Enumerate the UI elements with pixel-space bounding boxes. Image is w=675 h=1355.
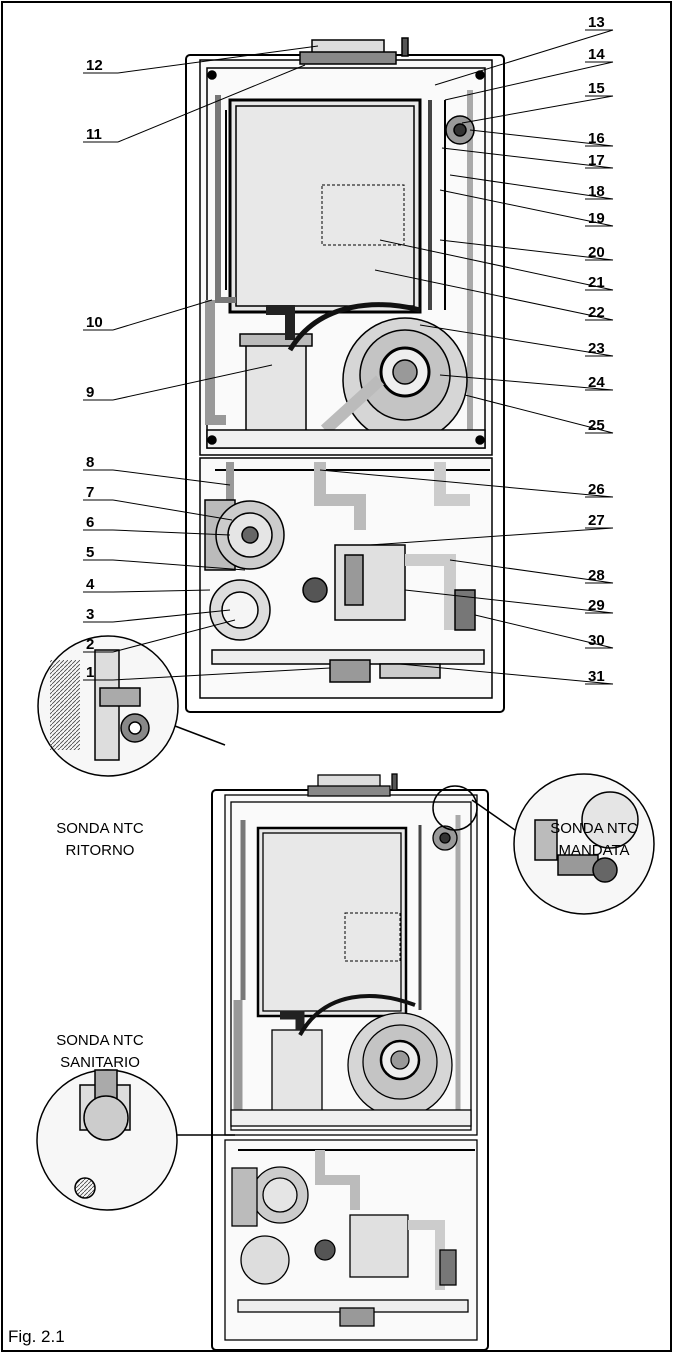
callout-14: 14 — [588, 46, 605, 63]
callout-10: 10 — [86, 314, 103, 331]
callout-25: 25 — [588, 417, 605, 434]
probe-labels: SONDA NTC RITORNO SONDA NTC MANDATA SOND… — [56, 820, 638, 1071]
probe-sanitario-line2: SANITARIO — [60, 1054, 140, 1071]
callout-28: 28 — [588, 567, 605, 584]
callout-9: 9 — [86, 384, 94, 401]
callout-30: 30 — [588, 632, 605, 649]
callout-16: 16 — [588, 130, 605, 147]
detail-mandata — [432, 773, 655, 915]
callout-31: 31 — [588, 668, 605, 685]
probe-mandata-line1: SONDA NTC — [550, 820, 638, 837]
callout-6: 6 — [86, 514, 94, 531]
callout-12: 12 — [86, 57, 103, 74]
leader-lines — [112, 29, 614, 685]
callout-29: 29 — [588, 597, 605, 614]
callout-labels-right: 13 14 15 16 17 18 19 20 21 22 23 24 25 2… — [588, 14, 605, 685]
figure-caption: Fig. 2.1 — [8, 1327, 65, 1346]
callout-24: 24 — [588, 374, 605, 391]
callout-17: 17 — [588, 152, 605, 169]
callout-8: 8 — [86, 454, 94, 471]
callout-3: 3 — [86, 606, 94, 623]
boiler-bottom-view — [211, 773, 489, 1351]
callout-5: 5 — [86, 544, 94, 561]
probe-mandata-line2: MANDATA — [558, 842, 629, 859]
callout-11: 11 — [86, 126, 102, 143]
callout-26: 26 — [588, 481, 605, 498]
callout-2: 2 — [86, 636, 94, 653]
callout-labels-left: 12 11 10 9 8 7 6 5 4 3 2 1 — [86, 57, 103, 681]
callout-13: 13 — [588, 14, 605, 31]
callout-22: 22 — [588, 304, 605, 321]
callout-23: 23 — [588, 340, 605, 357]
probe-ritorno-line1: SONDA NTC — [56, 820, 144, 837]
callout-18: 18 — [588, 183, 605, 200]
callout-20: 20 — [588, 244, 605, 261]
callout-4: 4 — [86, 576, 95, 593]
callout-21: 21 — [588, 274, 605, 291]
detail-sanitario — [36, 1069, 235, 1211]
callout-27: 27 — [588, 512, 605, 529]
probe-sanitario-line1: SONDA NTC — [56, 1032, 144, 1049]
detail-ritorno — [37, 635, 226, 777]
boiler-top-view — [185, 37, 505, 713]
callout-underlines — [83, 29, 613, 685]
callout-19: 19 — [588, 210, 605, 227]
callout-7: 7 — [86, 484, 94, 501]
callout-1: 1 — [86, 664, 94, 681]
callout-15: 15 — [588, 80, 605, 97]
probe-ritorno-line2: RITORNO — [66, 842, 135, 859]
